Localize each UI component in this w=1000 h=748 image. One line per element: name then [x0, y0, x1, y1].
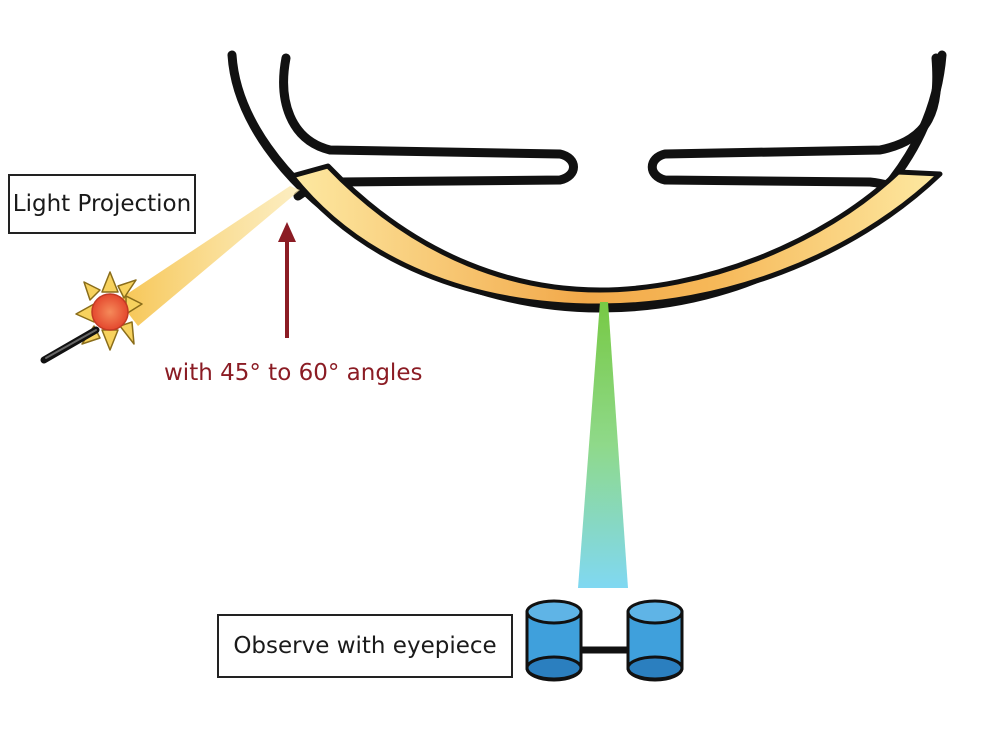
light-projection-label: Light Projection: [8, 174, 196, 234]
light-beam: [118, 186, 300, 326]
angle-arrow: [278, 222, 296, 338]
observe-eyepiece-label: Observe with eyepiece: [217, 614, 513, 678]
observation-beam: [578, 302, 628, 588]
illuminated-band: [289, 163, 943, 309]
light-source-icon: [40, 271, 143, 364]
eyepiece-icon: [525, 599, 684, 682]
angle-note: with 45° to 60° angles: [164, 360, 423, 386]
